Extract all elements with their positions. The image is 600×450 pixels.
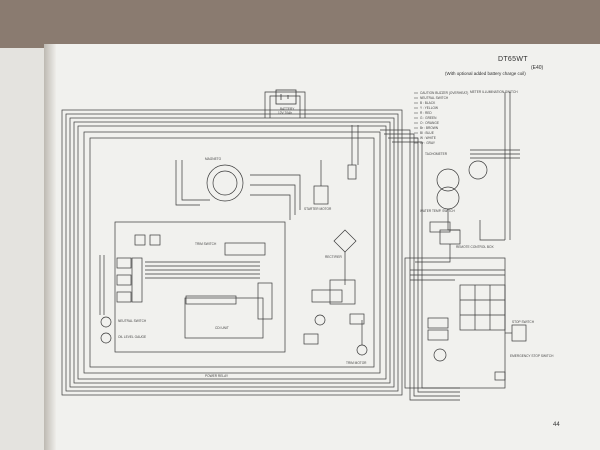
legend-item: NEUTRAL SWITCH [420,96,449,100]
meter-illum-label: METER ILLUMINATION SWITCH [470,90,518,94]
tachometer-label: TACHOMETER [425,152,448,156]
legend-item: G : GREEN [420,116,437,120]
legend-item: Br : BROWN [420,126,439,130]
legend-item: CAUTION BUZZER (OVERHEAT) [420,91,468,95]
legend-item: Bl : BLUE [420,131,434,135]
power-relay-label: POWER RELAY [205,374,229,378]
oil-label: OIL LEVEL GAUGE [118,335,146,339]
water-temp-label: WATER TEMP. SWITCH [420,209,455,213]
model-title: DT65WT [498,56,528,63]
wire-color-legend: CAUTION BUZZER (OVERHEAT) NEUTRAL SWITCH… [420,91,468,145]
remote-box-label: REMOTE CONTROL BOX [456,245,494,249]
trim-motor-label: TRIM MOTOR [346,361,367,365]
legend-item: Y : YELLOW [420,106,438,110]
battery-label: BATTERY [280,107,295,111]
diagram-subtitle: (With optional added battery charge coil… [445,71,526,76]
cdi-label: CDI UNIT [215,326,229,330]
emergency-label: EMERGENCY STOP SWITCH [510,354,554,358]
left-page [0,48,50,450]
legend-item: R : RED [420,111,432,115]
stop-switch-label: STOP SWITCH [512,320,535,324]
legend-item: O : ORANGE [420,121,439,125]
legend-item: B : BLACK [420,101,436,105]
page-number: 44 [553,422,560,428]
battery-spec: 12V 70Ah [278,111,292,115]
neutral-label: NEUTRAL SWITCH [118,319,147,323]
trim-switch-label: TRIM SWITCH [195,242,217,246]
magneto-label: MAGNETO [205,157,222,161]
rectifier-label: RECTIFIER [325,255,343,259]
book-gutter [44,44,56,450]
legend-item: W : WHITE [420,136,436,140]
model-code: (E40) [531,65,544,71]
starter-label: STARTER MOTOR [304,207,332,211]
right-page [50,44,600,450]
legend-item: Gr : GRAY [420,141,436,145]
